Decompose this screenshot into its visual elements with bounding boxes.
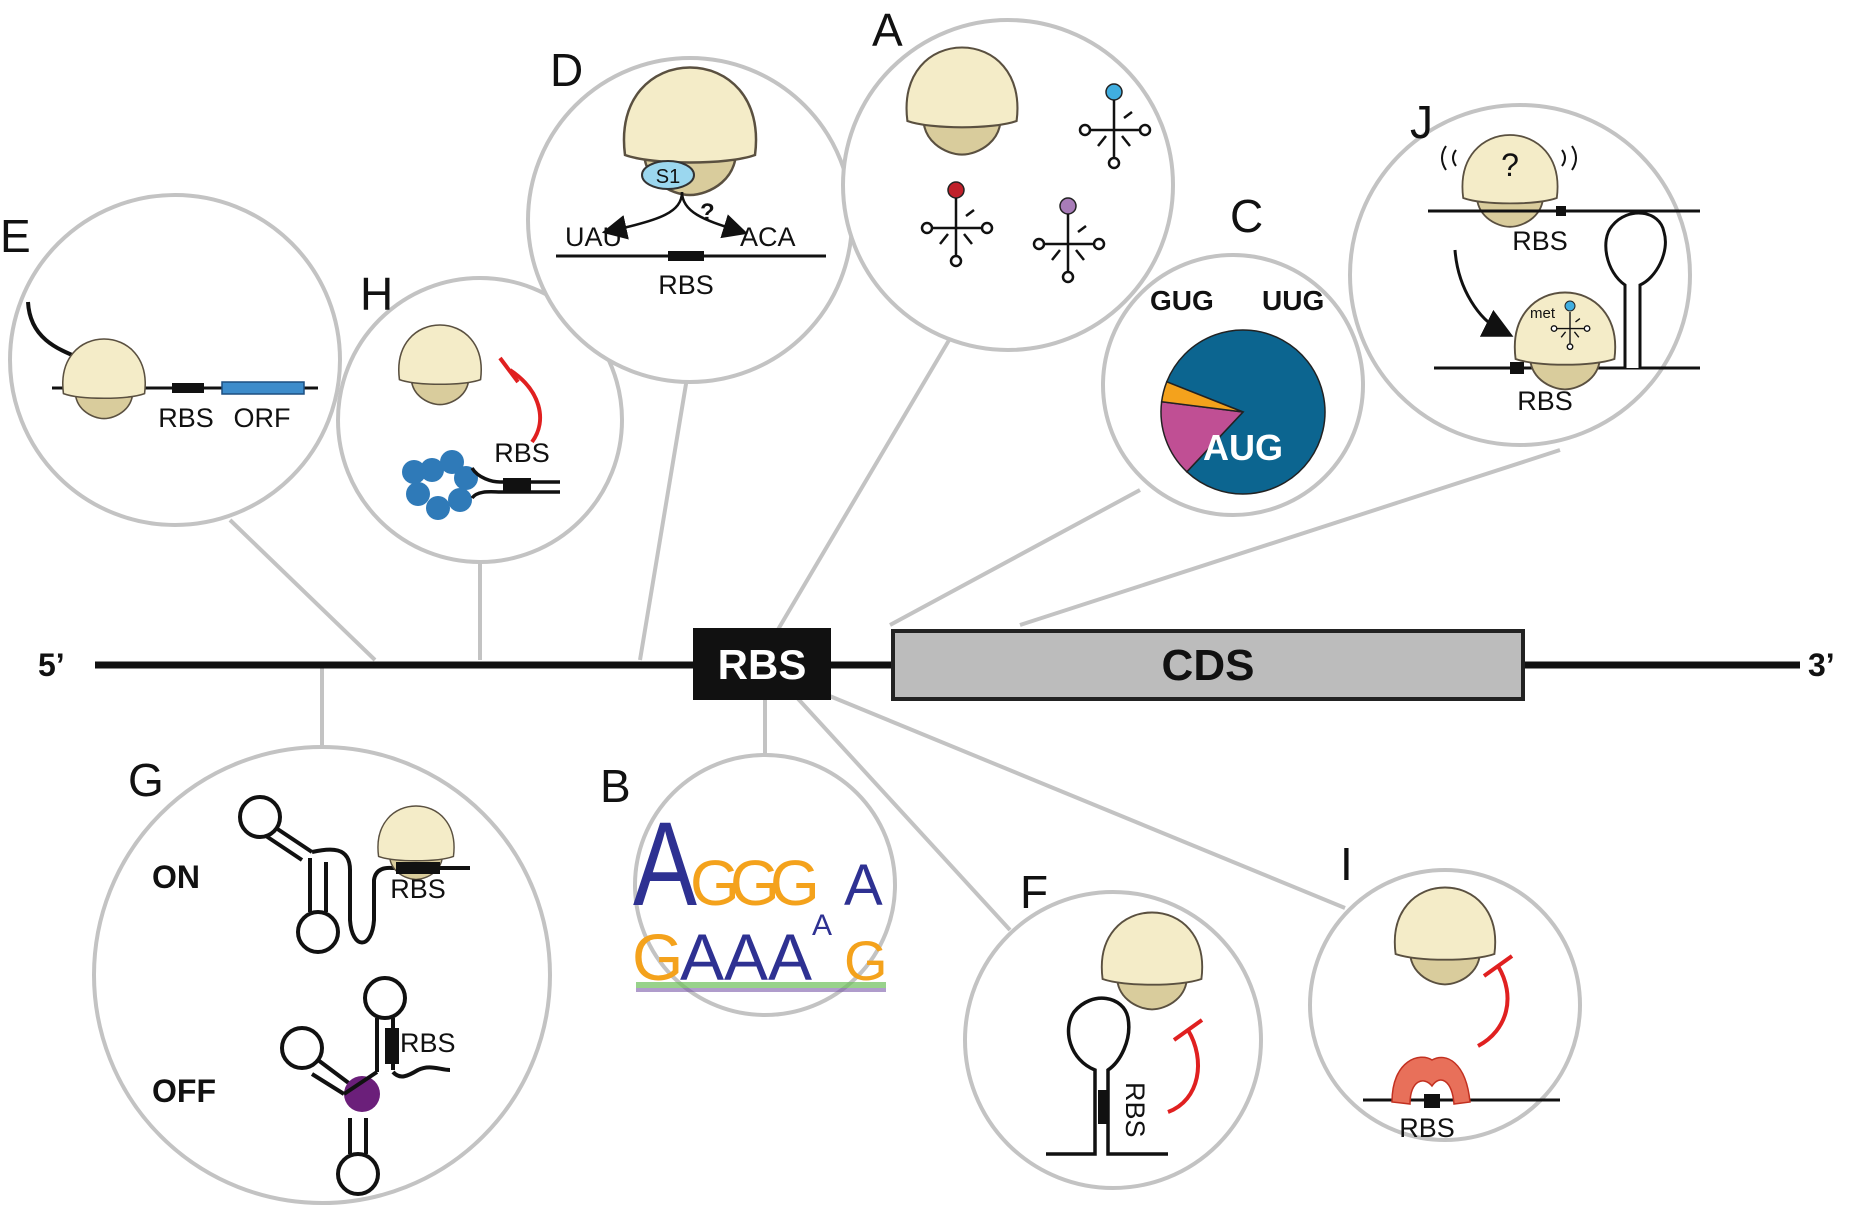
panel-e-orf: ORF [234,403,291,433]
pie-slice-gug [1160,400,1245,473]
panel-i-letter: I [1340,838,1353,890]
panel-d-rbs: RBS [658,270,714,300]
panel-j-rbs-top: RBS [1512,226,1568,256]
panel-h: H RBS [336,268,624,564]
panel-d-s1: S1 [656,166,680,188]
trna-blue [1078,83,1152,170]
panel-d-aca: ACA [740,222,796,252]
panel-d-uau: UAU [565,222,622,252]
panel-g-off: OFF [152,1073,216,1109]
panel-a: A [841,4,1175,352]
cds-box [891,629,1525,701]
logo-bottom-1: G [632,920,683,994]
cds-label: CDS [1162,641,1255,690]
panel-c-aug: AUG [1203,427,1283,468]
panel-h-rbs: RBS [494,438,550,468]
codon-pie-chart [1160,329,1326,495]
panel-f: F RBS [963,866,1263,1190]
logo-top-5: A [844,853,883,918]
panel-f-letter: F [1020,866,1048,918]
rbs-box [693,628,831,700]
panel-c-uug: UUG [1262,285,1324,316]
pie-slice-uug [1160,380,1244,413]
three-prime-label: 3’ [1808,647,1835,683]
panel-i: I RBS [1308,838,1582,1143]
panel-e: E RBS ORF [0,193,342,527]
trna-purple [1032,197,1106,284]
panel-c: C GUG UUG AUG [1101,190,1365,517]
main-transcript: 5’ 3’ RBS CDS [38,628,1835,701]
logo-top-2: G [690,847,740,919]
panel-c-gug: GUG [1150,285,1214,316]
hfq-ring [402,450,478,520]
panel-i-rbs: RBS [1399,1113,1455,1143]
panel-a-letter: A [872,4,903,56]
pie-slice-aug [1165,329,1326,495]
panel-g-rbs-off: RBS [400,1028,456,1058]
panel-c-letter: C [1230,190,1263,242]
logo-bottom-4: A [768,920,812,994]
logo-top-4: G [770,847,820,919]
riboswitch-ligand [344,1076,380,1112]
panel-d-question: ? [700,199,715,226]
connector-lines [228,328,1561,932]
logo-bottom-3: A [724,920,768,994]
panel-e-letter: E [0,210,31,262]
logo-mid: A [812,909,832,942]
panel-e-rbs: RBS [158,403,214,433]
rbs-main-label: RBS [718,641,807,688]
panel-g-rbs-on: RBS [390,874,446,904]
panel-g: G ON OFF RBS RBS [92,745,552,1205]
srna-protein-blob [1391,1056,1471,1105]
five-prime-label: 5’ [38,647,65,683]
panel-d-letter: D [550,44,583,96]
panel-g-on: ON [152,859,200,895]
panel-j: J ? RBS met RBS [1348,96,1700,447]
trna-red [920,181,994,268]
logo-top-3: G [730,847,780,919]
panel-h-letter: H [360,268,393,320]
panel-b: B A G G G A A G A A A G [600,753,897,1017]
panel-d: D S1 ? UAU ACA RBS [526,44,854,384]
panel-b-letter: B [600,760,631,812]
logo-top-1: A [633,798,697,932]
logo-bottom-2: A [680,920,724,994]
logo-bottom-5: G [844,929,888,992]
panel-f-rbs: RBS [1120,1082,1150,1138]
panel-j-question: ? [1501,147,1519,183]
panel-j-letter: J [1410,96,1433,148]
panel-g-letter: G [128,754,164,806]
panel-j-met: met [1530,305,1556,322]
sequence-logo: A G G G A A G A A A G [632,798,888,994]
panel-j-rbs-bottom: RBS [1517,386,1573,416]
